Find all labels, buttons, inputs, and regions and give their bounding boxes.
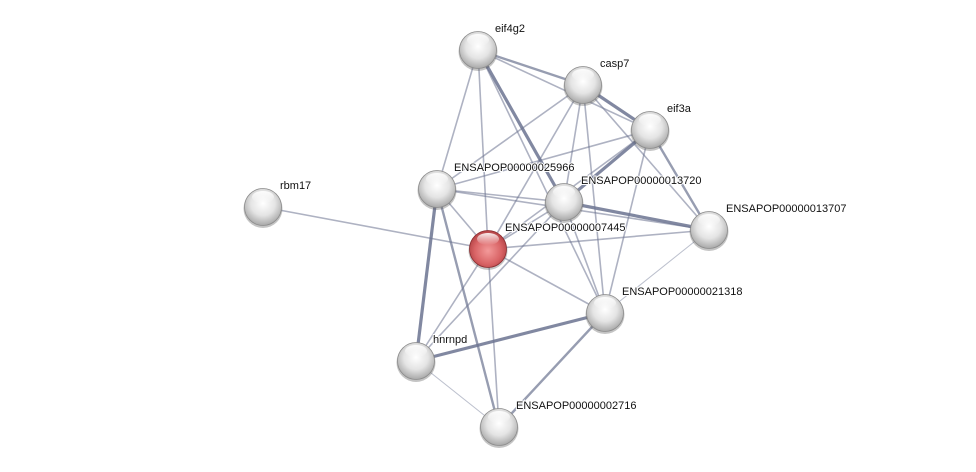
edge-eif3a-ENSAPOP00000021318[interactable]	[604, 129, 651, 314]
node-label: casp7	[600, 58, 629, 70]
edge-eif4g2-ENSAPOP00000021318[interactable]	[477, 49, 606, 314]
node-label: hnrnpd	[433, 334, 467, 346]
edge-eif4g2-ENSAPOP00000007445[interactable]	[477, 49, 489, 250]
node-ENSAPOP00000013707[interactable]: ENSAPOP00000013707	[689, 202, 847, 251]
edge-casp7-ENSAPOP00000013720[interactable]	[563, 84, 584, 203]
node-label: ENSAPOP00000007445	[505, 222, 625, 234]
edge-eif4g2-ENSAPOP00000025966[interactable]	[436, 49, 479, 190]
edge-ENSAPOP00000025966-ENSAPOP00000002716[interactable]	[435, 188, 501, 428]
node-ENSAPOP00000025966[interactable]: ENSAPOP00000025966	[417, 161, 575, 210]
node-label: ENSAPOP00000013707	[726, 203, 846, 215]
edge-casp7-ENSAPOP00000007445[interactable]	[487, 84, 584, 250]
edge-eif3a-ENSAPOP00000025966[interactable]	[436, 129, 651, 190]
edge-eif4g2-eif3a[interactable]	[477, 49, 651, 131]
edge-ENSAPOP00000021318-hnrnpd[interactable]	[415, 311, 606, 363]
node-eif3a[interactable]: eif3a	[630, 102, 693, 151]
node-casp7[interactable]: casp7	[563, 57, 630, 106]
node-hnrnpd[interactable]: hnrnpd	[396, 333, 468, 382]
edge-casp7-ENSAPOP00000013707[interactable]	[582, 84, 710, 231]
edge-ENSAPOP00000007445-hnrnpd[interactable]	[415, 248, 489, 362]
edge-ENSAPOP00000013720-ENSAPOP00000021318[interactable]	[563, 201, 606, 314]
node-ENSAPOP00000007445[interactable]: ENSAPOP00000007445	[468, 221, 626, 270]
node-label: eif3a	[667, 103, 692, 115]
edge-ENSAPOP00000007445-ENSAPOP00000002716[interactable]	[487, 248, 500, 428]
edge-ENSAPOP00000007445-ENSAPOP00000021318[interactable]	[487, 248, 606, 314]
node-ENSAPOP00000002716[interactable]: ENSAPOP00000002716	[479, 399, 637, 448]
node-label: ENSAPOP00000021318	[622, 286, 742, 298]
node-label: eif4g2	[495, 23, 525, 35]
edge-ENSAPOP00000025966-ENSAPOP00000013720[interactable]	[436, 188, 565, 203]
node-label: rbm17	[280, 180, 311, 192]
edge-ENSAPOP00000013707-ENSAPOP00000021318[interactable]	[604, 229, 710, 314]
edge-ENSAPOP00000025966-hnrnpd[interactable]	[414, 188, 439, 362]
edge-ENSAPOP00000013720-ENSAPOP00000013707[interactable]	[563, 200, 710, 232]
edge-rbm17-ENSAPOP00000007445[interactable]	[262, 206, 489, 250]
node-label: ENSAPOP00000025966	[454, 162, 574, 174]
edge-eif4g2-ENSAPOP00000013720[interactable]	[476, 49, 566, 203]
edge-ENSAPOP00000021318-ENSAPOP00000002716[interactable]	[498, 312, 606, 428]
node-eif4g2[interactable]: eif4g2	[458, 22, 526, 71]
edge-ENSAPOP00000007445-ENSAPOP00000013707[interactable]	[487, 229, 710, 250]
node-label: ENSAPOP00000013720	[581, 175, 701, 187]
node-rbm17[interactable]: rbm17	[243, 179, 312, 228]
edge-eif3a-ENSAPOP00000013707[interactable]	[648, 129, 711, 231]
node-ENSAPOP00000021318[interactable]: ENSAPOP00000021318	[585, 285, 743, 334]
edge-casp7-ENSAPOP00000021318[interactable]	[582, 84, 606, 314]
node-label: ENSAPOP00000002716	[516, 400, 636, 412]
node-ENSAPOP00000013720[interactable]: ENSAPOP00000013720	[544, 174, 702, 223]
edge-casp7-ENSAPOP00000025966[interactable]	[436, 84, 584, 190]
